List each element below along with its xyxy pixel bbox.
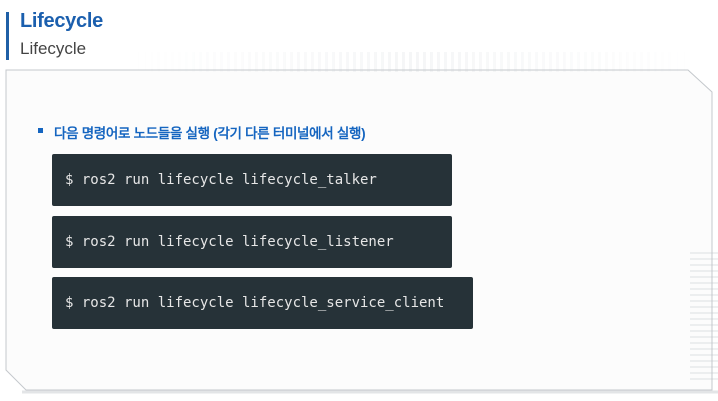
bullet-text: 다음 명령어로 노드들을 실행 (각기 다른 터미널에서 실행) (54, 126, 366, 141)
code-block-talker: $ ros2 run lifecycle lifecycle_talker (52, 154, 452, 206)
code-block-service-client: $ ros2 run lifecycle lifecycle_service_c… (52, 277, 473, 329)
command-text: $ ros2 run lifecycle lifecycle_talker (65, 172, 377, 188)
command-text: $ ros2 run lifecycle lifecycle_service_c… (65, 295, 445, 311)
slide-title: Lifecycle (20, 10, 103, 32)
code-block-listener: $ ros2 run lifecycle lifecycle_listener (52, 216, 452, 268)
header-accent-bar (6, 12, 9, 60)
command-text: $ ros2 run lifecycle lifecycle_listener (65, 234, 394, 250)
slide-subtitle: Lifecycle (20, 39, 87, 58)
slide-header: Lifecycle Lifecycle (6, 10, 706, 72)
decorative-stripes-header (136, 52, 696, 72)
decorative-stripes-right (690, 250, 718, 380)
square-bullet-icon (38, 128, 43, 133)
